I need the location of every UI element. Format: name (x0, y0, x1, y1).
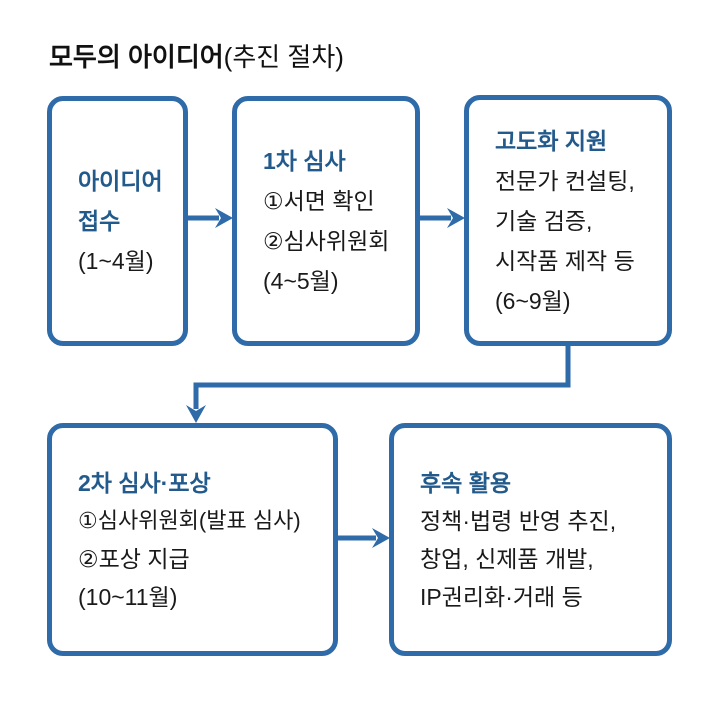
step-body-line: ①서면 확인 (263, 188, 375, 214)
step-body-line: (4~5월) (263, 268, 339, 294)
flow-step-follow-up-use: 후속 활용 정책·법령 반영 추진, 창업, 신제품 개발, IP권리화·거래 … (389, 423, 672, 656)
step-body-line: 전문가 컨설팅, (495, 167, 635, 194)
flow-step-second-review-award: 2차 심사·포상 ①심사위원회(발표 심사) ②포상 지급 (10~11월) (47, 423, 338, 656)
flow-step-first-review: 1차 심사 ①서면 확인 ②심사위원회 (4~5월) (232, 96, 420, 346)
flow-step-advancement-support: 고도화 지원 전문가 컨설팅, 기술 검증, 시작품 제작 등 (6~9월) (464, 95, 672, 346)
diagram-title-main: 모두의 아이디어 (49, 42, 224, 72)
arrow-right-icon (419, 208, 465, 228)
step-body-line: 정책·법령 반영 추진, (420, 507, 617, 534)
step-body-line: 기술 검증, (495, 207, 593, 234)
step-body-line: 시작품 제작 등 (495, 247, 635, 274)
step-heading-line: 1차 심사 (263, 148, 346, 174)
step-body-line: IP권리화·거래 등 (420, 583, 583, 610)
elbow-arrow-down-icon (186, 344, 571, 423)
flow-step-idea-submission: 아이디어 접수 (1~4월) (47, 96, 188, 346)
diagram-title: 모두의 아이디어(추진 절차) (49, 42, 344, 73)
step-body-line: (1~4월) (78, 248, 154, 274)
step-heading-line: 접수 (78, 208, 121, 234)
step-heading-line: 후속 활용 (420, 469, 512, 496)
step-heading-line: 고도화 지원 (495, 127, 608, 154)
step-heading-line: 2차 심사·포상 (78, 469, 211, 496)
step-body-line: (6~9월) (495, 287, 571, 314)
step-body-line: ②포상 지급 (78, 545, 190, 572)
step-body-line: (10~11월) (78, 583, 178, 610)
arrow-right-icon (336, 528, 390, 548)
arrow-right-icon (186, 208, 233, 228)
diagram-title-sub: (추진 절차) (223, 42, 344, 72)
step-body-line: 창업, 신제품 개발, (420, 545, 594, 572)
step-body-line: ②심사위원회 (263, 228, 390, 254)
step-heading-line: 아이디어 (78, 168, 163, 194)
step-body-line: ①심사위원회(발표 심사) (78, 507, 301, 533)
